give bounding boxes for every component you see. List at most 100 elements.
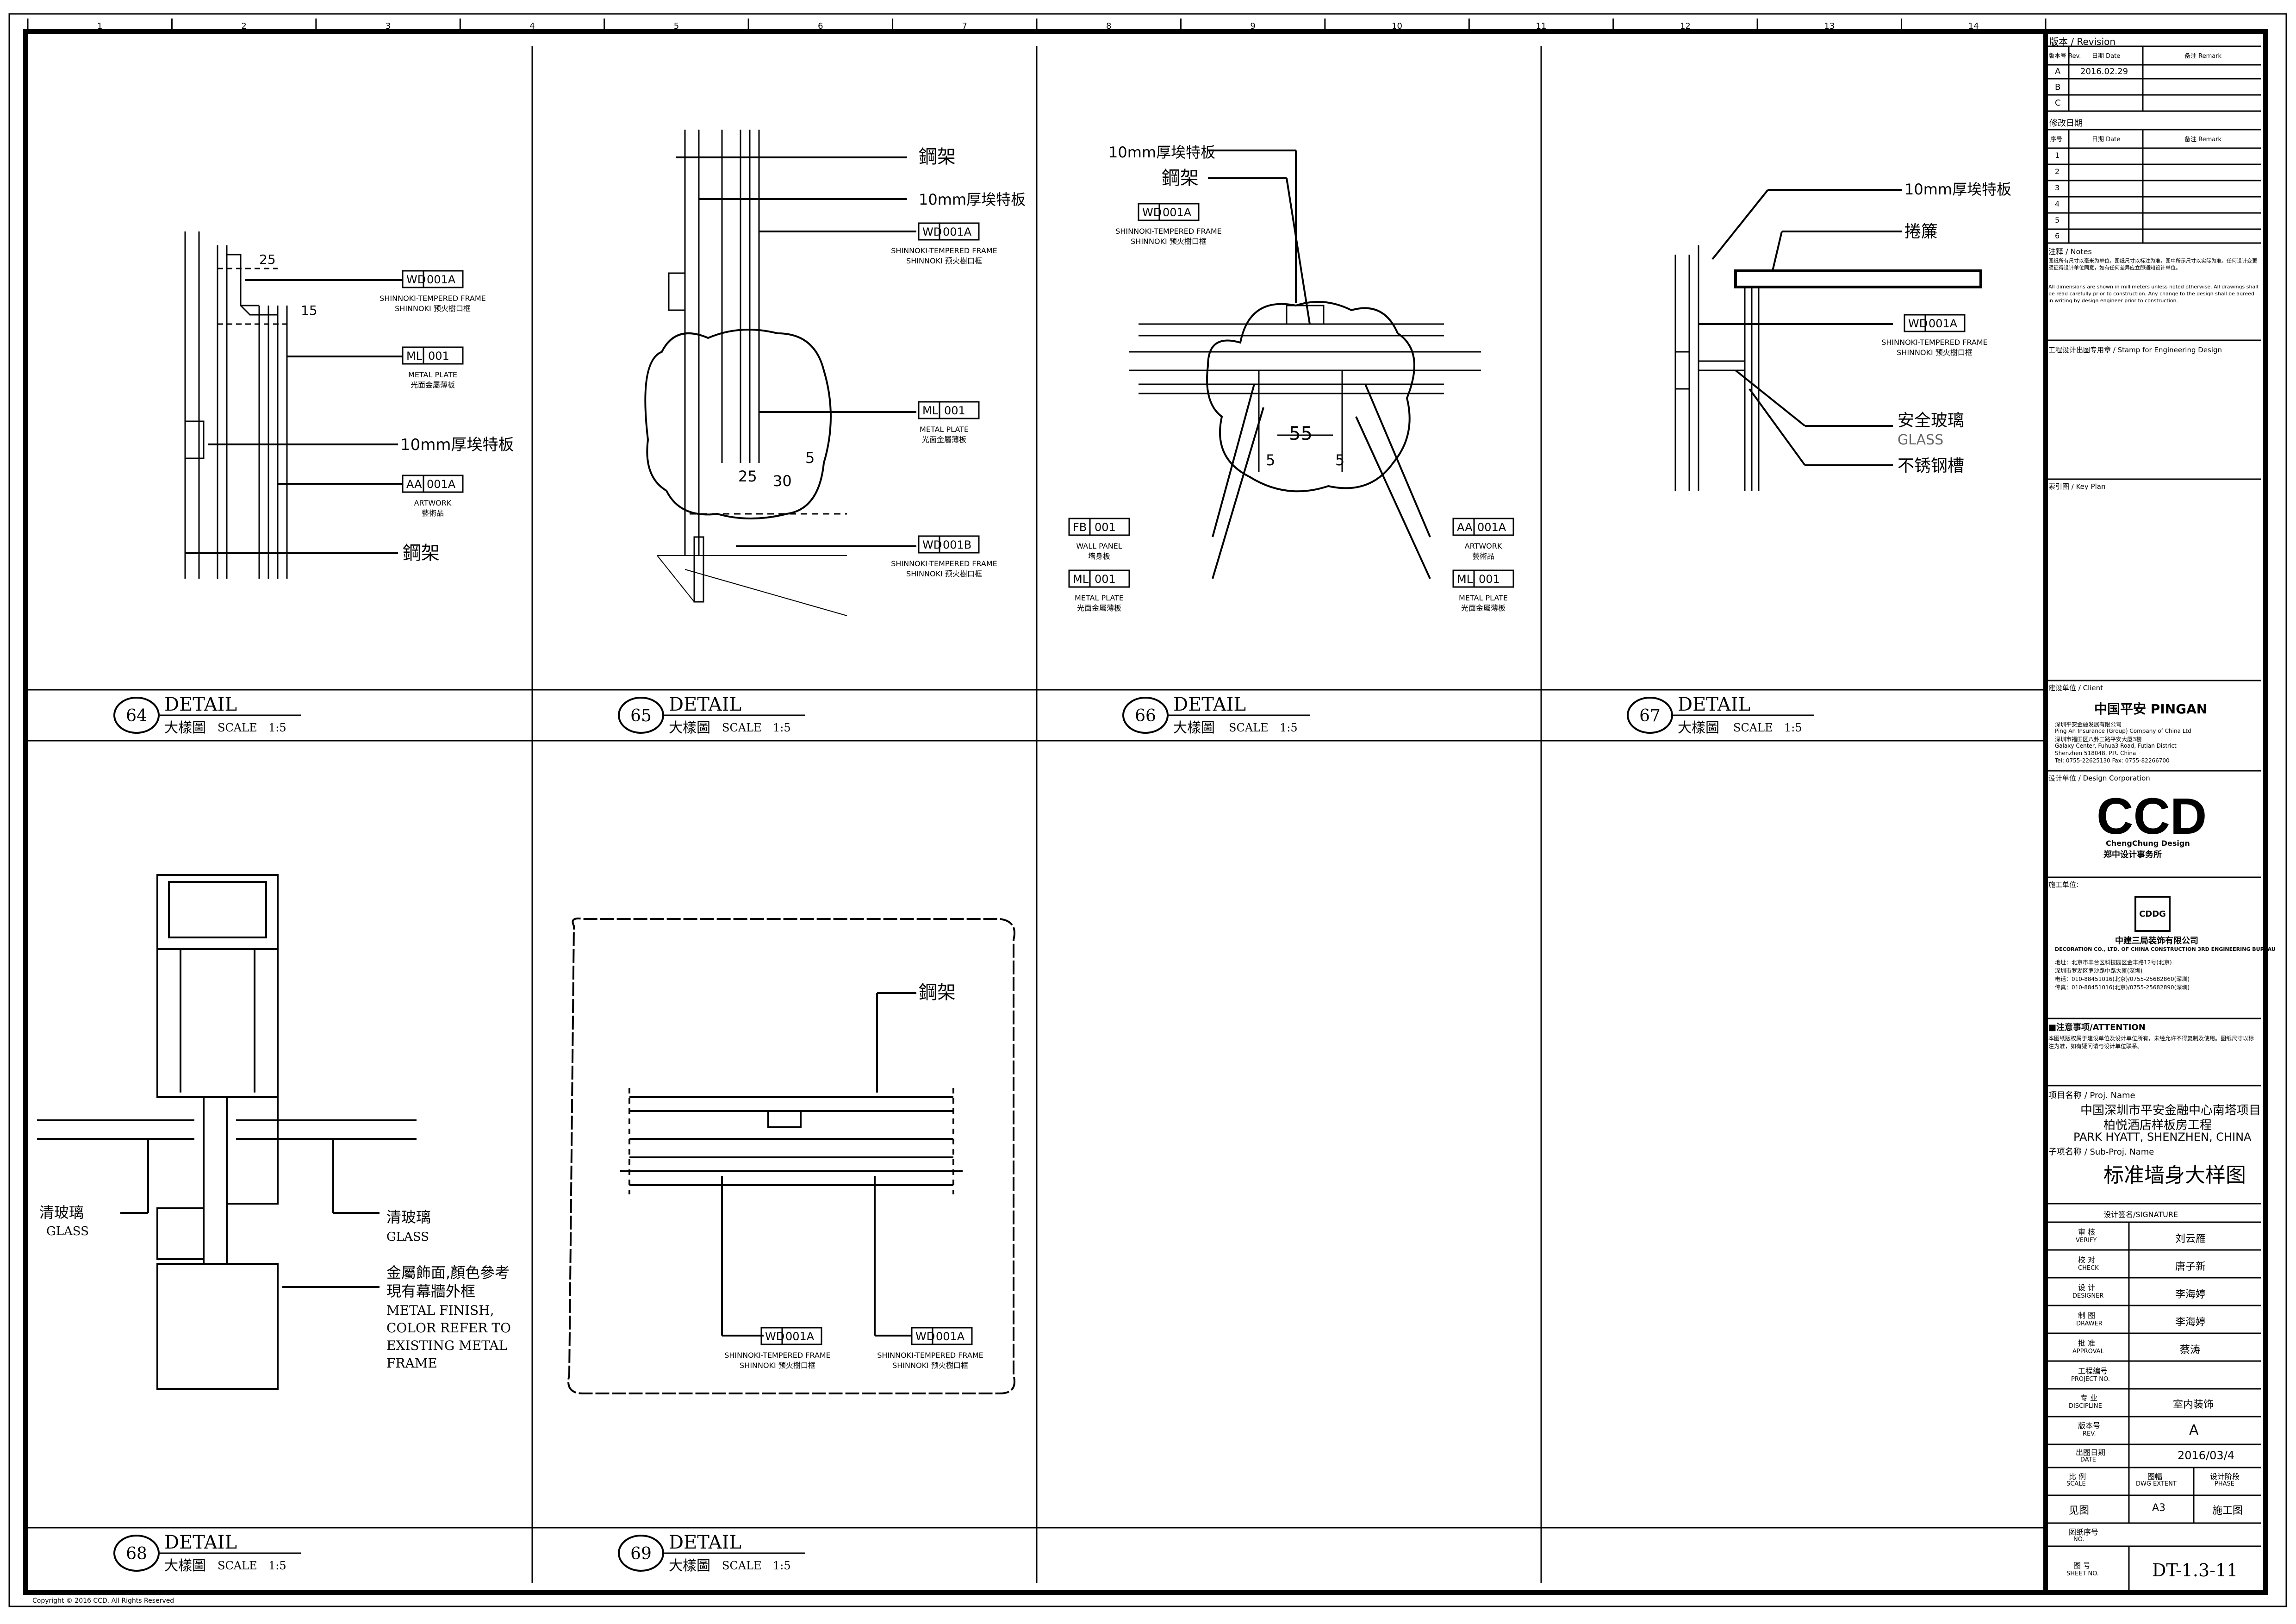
- grid-label: 13: [1824, 21, 1835, 31]
- signature-role-cn: 制 图: [2078, 1311, 2096, 1320]
- notes-text-cn: 图纸所有尺寸以毫米为单位，图纸尺寸以标注为准，图中所示尺寸以实际为准。任何设计变…: [2048, 258, 2257, 271]
- tag-number: 001: [1479, 573, 1500, 586]
- grid-label: 12: [1680, 21, 1691, 31]
- sheet-no: DT-1.3-11: [2152, 1560, 2238, 1580]
- tag-code: ML: [406, 350, 423, 362]
- label-rolling-shutter: 捲簾: [1904, 222, 1938, 241]
- signature-role-en: DESIGNER: [2072, 1293, 2104, 1299]
- revision-col-remark: 备注 Remark: [2184, 53, 2222, 60]
- grid-label: 8: [1106, 21, 1111, 31]
- design-logo: CCD: [2097, 788, 2207, 845]
- scale-label: SCALE: [1229, 721, 1269, 734]
- detail-69-leaders: [721, 992, 916, 1337]
- modify-row: 5: [2055, 216, 2060, 225]
- sheet-en: SHEET NO.: [2066, 1570, 2099, 1577]
- client-addr-line: 深圳平安金融发展有限公司: [2055, 721, 2122, 728]
- detail-67-drawing: [1674, 245, 1982, 491]
- tag-wd001a: WD 001A SHINNOKI-TEMPERED FRAME SHINNOKI…: [1115, 203, 1222, 246]
- tag-ml001: ML 001 METAL PLATE 光面金屬薄板: [402, 346, 464, 389]
- tag-desc-en: SHINNOKI-TEMPERED FRAME: [380, 294, 486, 303]
- scale-cn: 比 例: [2069, 1472, 2086, 1481]
- grid-label: 11: [1536, 21, 1547, 31]
- signature-name: 李海婷: [2175, 1317, 2206, 1328]
- tag-number: 001: [1095, 521, 1116, 534]
- dim-5: 5: [1335, 451, 1344, 469]
- tag-wd001a: WD 001A SHINNOKI-TEMPERED FRAME SHINNOKI…: [380, 270, 486, 313]
- tag-desc-en: METAL PLATE: [1075, 593, 1124, 602]
- sheet-outer-border: [8, 13, 2287, 1607]
- extent-value: A3: [2152, 1502, 2166, 1514]
- detail-title: DETAIL: [164, 694, 237, 715]
- detail-subtitle: 大樣圖: [164, 1558, 206, 1574]
- client-label: 建设单位 / Client: [2048, 684, 2103, 692]
- tag-code: AA: [406, 478, 422, 491]
- signature-name: 蔡涛: [2180, 1344, 2201, 1356]
- grid-label: 2: [241, 21, 246, 31]
- scale-en: SCALE: [2066, 1480, 2086, 1487]
- contractor-label: 施工单位:: [2048, 881, 2079, 889]
- detail-69-drawing: [567, 918, 1015, 1394]
- detail-68-leaders: [120, 1139, 380, 1288]
- discipline-en: DISCIPLINE: [2069, 1403, 2102, 1410]
- rev-value: A: [2189, 1422, 2199, 1438]
- modify-col-no: 序号: [2050, 136, 2063, 143]
- label-clear-glass: 清玻璃: [39, 1204, 84, 1221]
- tag-desc-cn: 光面金屬薄板: [922, 435, 966, 444]
- signature-role-en: APPROVAL: [2072, 1348, 2104, 1355]
- detail-number: 64: [126, 706, 147, 725]
- date-cn: 出图日期: [2076, 1448, 2106, 1457]
- dim-30: 30: [773, 472, 792, 490]
- detail-title: DETAIL: [669, 694, 741, 715]
- detail-title-69: 69 DETAIL 大樣圖 SCALE 1:5: [618, 1532, 805, 1574]
- tag-desc-en: SHINNOKI-TEMPERED FRAME: [891, 246, 997, 255]
- detail-66-leaders: [1208, 150, 1431, 579]
- project-name-en: PARK HYATT, SHENZHEN, CHINA: [2073, 1131, 2252, 1143]
- label-metal-finish-cn1: 金屬飾面,顏色參考: [386, 1264, 510, 1281]
- tag-wd001a: WD 001A SHINNOKI-TEMPERED FRAME SHINNOKI…: [1881, 314, 1988, 357]
- client-addr-line: Shenzhen 518048, P.R. China: [2055, 750, 2136, 756]
- discipline-value: 室内装饰: [2173, 1399, 2214, 1411]
- tag-number: 001A: [1477, 521, 1506, 534]
- signature-name: 唐子新: [2175, 1261, 2206, 1273]
- tag-code: ML: [922, 404, 939, 417]
- signature-header: 设计签名/SIGNATURE: [2103, 1210, 2178, 1219]
- scale-value: 见图: [2069, 1505, 2090, 1517]
- client-addr-line: Tel: 0755-22625130 Fax: 0755-82266700: [2055, 757, 2170, 764]
- tag-desc-cn: SHINNOKI 预火樹口框: [906, 256, 982, 265]
- signature-role-en: VERIFY: [2076, 1237, 2097, 1244]
- tag-code: AA: [1457, 521, 1473, 534]
- detail-number: 68: [126, 1544, 147, 1563]
- project-name-cn-2: 柏悦酒店样板房工程: [2103, 1118, 2212, 1132]
- dim-5: 5: [1266, 451, 1275, 469]
- tag-desc-cn: SHINNOKI 预火樹口框: [892, 1361, 968, 1370]
- modify-row: 3: [2055, 183, 2060, 192]
- tag-number: 001: [428, 350, 449, 362]
- label-board-10mm: 10mm厚埃特板: [1904, 181, 2011, 198]
- label-safety-glass: 安全玻璃: [1898, 411, 1964, 430]
- tag-code: WD: [406, 273, 426, 286]
- tag-code: WD: [915, 1330, 935, 1343]
- tag-desc-en: METAL PLATE: [920, 425, 969, 434]
- tag-ml001: ML 001 METAL PLATE 光面金屬薄板: [918, 401, 980, 444]
- client-addr-line: 深圳市福田区八卦三路平安大厦3楼: [2055, 736, 2142, 743]
- dim-55: 55: [1289, 423, 1313, 444]
- dim-25: 25: [259, 252, 276, 267]
- tag-number: 001B: [943, 538, 971, 551]
- label-clear-glass: 清玻璃: [386, 1208, 431, 1226]
- seq-en: NO.: [2073, 1536, 2084, 1543]
- modify-col-date: 日期 Date: [2092, 136, 2121, 143]
- tag-wd001a: WD 001A SHINNOKI-TEMPERED FRAME SHINNOKI…: [724, 1327, 831, 1370]
- subproj-label: 子项名称 / Sub-Proj. Name: [2048, 1147, 2154, 1157]
- tag-desc-cn: SHINNOKI 预火樹口框: [1131, 237, 1207, 246]
- detail-67-leaders: [1699, 189, 1902, 466]
- contractor-addr-line: 地址：北京市丰台区科技园区金丰路12号(北京): [2055, 959, 2172, 966]
- scale-value: 1:5: [268, 721, 286, 734]
- label-metal-finish-en-4: FRAME: [386, 1355, 437, 1371]
- dim-5: 5: [805, 449, 815, 467]
- scale-label: SCALE: [722, 721, 762, 734]
- label-steel-frame: 鋼架: [919, 982, 956, 1003]
- attention-label: ■注意事项/ATTENTION: [2048, 1023, 2146, 1032]
- scale-label: SCALE: [218, 721, 257, 734]
- detail-subtitle: 大樣圖: [669, 720, 710, 736]
- project-label: 项目名称 / Proj. Name: [2048, 1091, 2135, 1100]
